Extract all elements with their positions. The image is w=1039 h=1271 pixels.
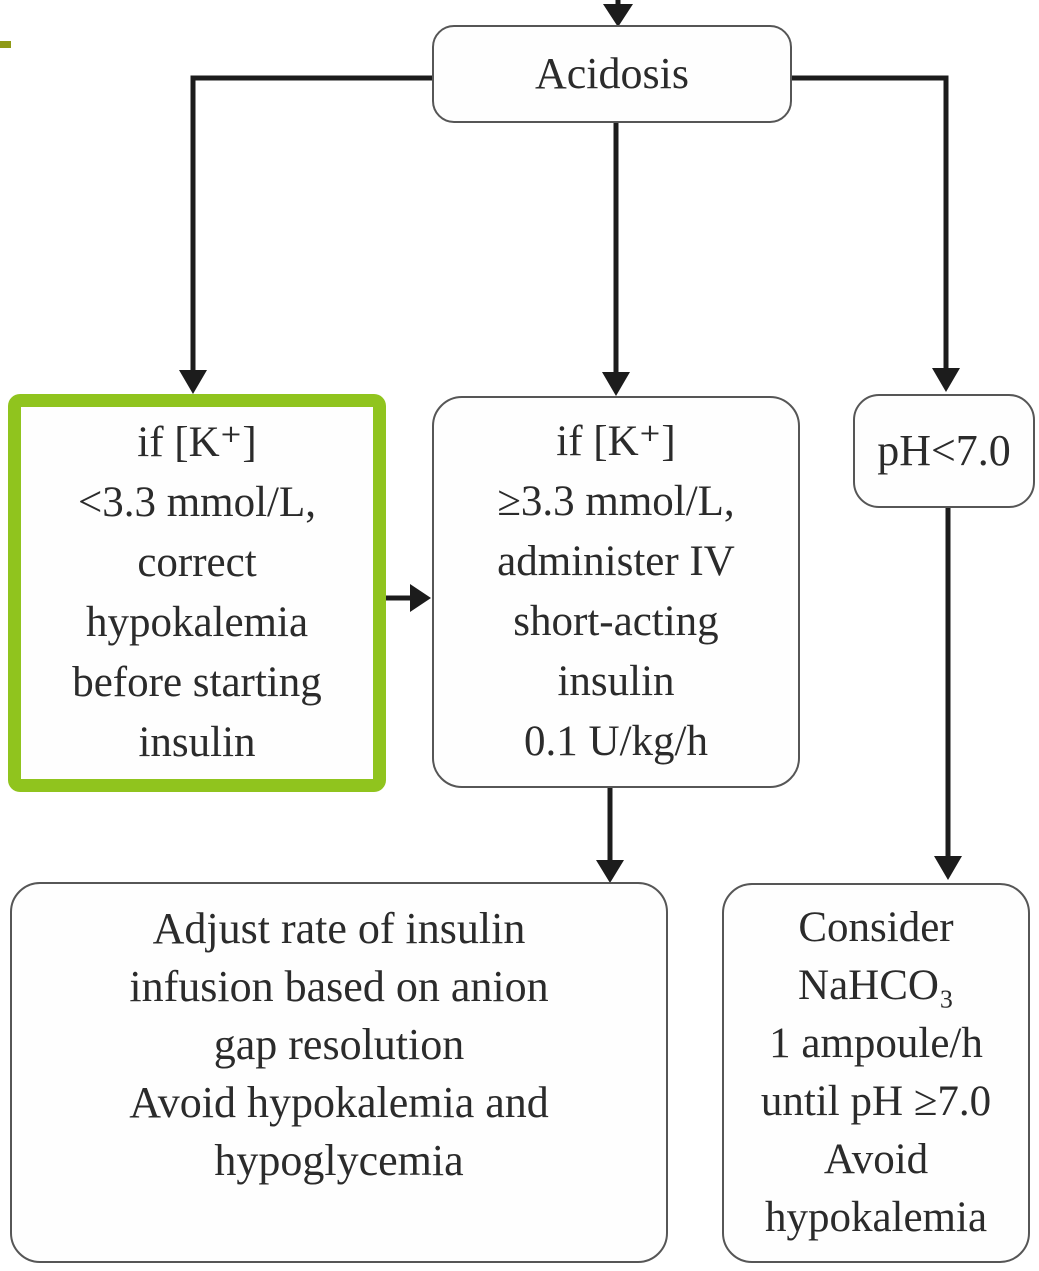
arrow-ph-to-bicarb-head bbox=[934, 856, 962, 880]
node-consider-nahco3: Consider NaHCO₃ 1 ampoule/h until pH ≥7.… bbox=[722, 883, 1030, 1263]
arrow-acidosis-to-ph-head bbox=[932, 368, 960, 392]
olive-dash-mark bbox=[0, 41, 11, 48]
node-ph-check: pH<7.0 bbox=[853, 394, 1035, 508]
node-acidosis: Acidosis bbox=[432, 25, 792, 123]
arrow-acidosis-to-ph-line bbox=[792, 75, 949, 370]
arrow-hypokalemia-to-insulin-head bbox=[410, 584, 431, 612]
arrow-insulin-to-adjust-head bbox=[596, 860, 624, 883]
arrow-acidosis-to-hypokalemia-line bbox=[190, 75, 432, 374]
arrow-top-into-acidosis-head bbox=[603, 4, 633, 27]
node-correct-hypokalemia-highlighted: if [K⁺] <3.3 mmol/L, correct hypokalemia… bbox=[8, 394, 386, 792]
arrow-acidosis-to-hypokalemia-head bbox=[179, 370, 207, 394]
node-adjust-infusion: Adjust rate of insulin infusion based on… bbox=[10, 882, 668, 1263]
node-administer-insulin: if [K⁺] ≥3.3 mmol/L, administer IV short… bbox=[432, 396, 800, 788]
arrow-acidosis-to-insulin-head bbox=[602, 372, 630, 396]
